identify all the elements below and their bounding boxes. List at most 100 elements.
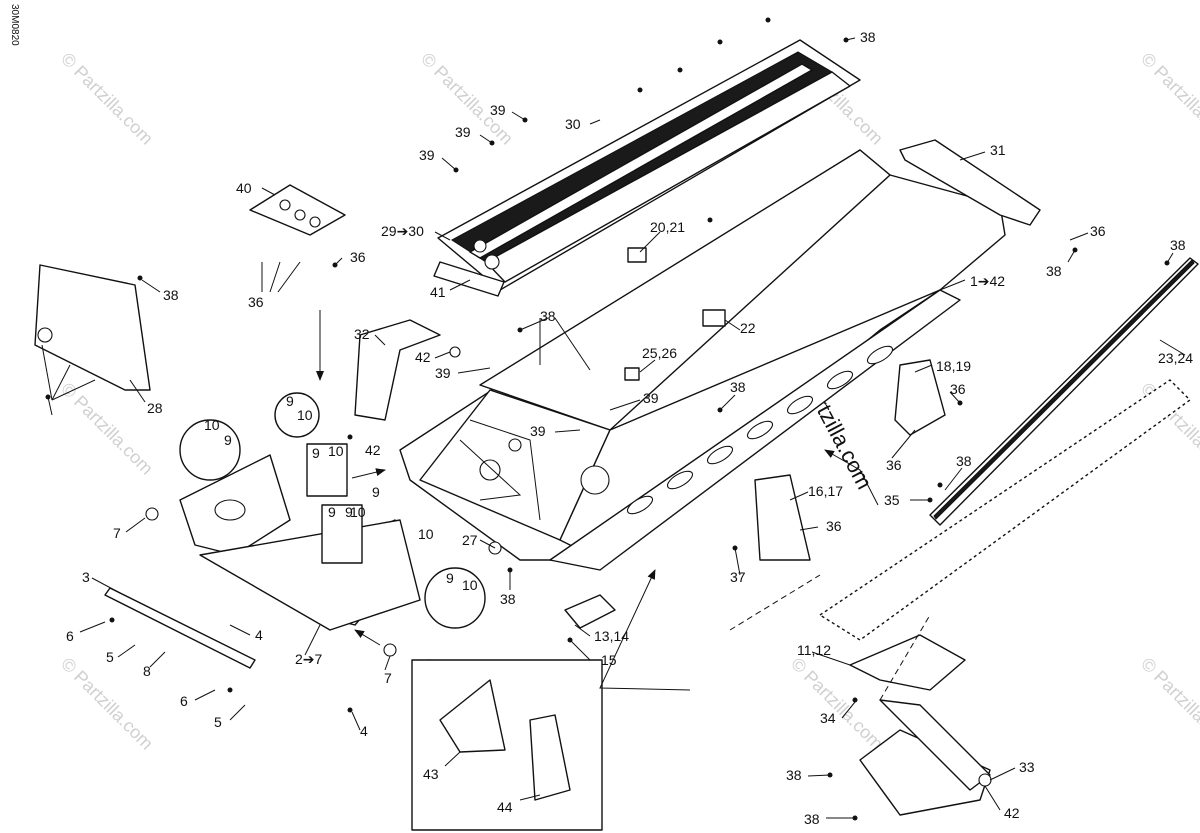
callout: 9 bbox=[372, 484, 380, 500]
callout: 6 bbox=[180, 693, 188, 709]
callout: 38 bbox=[500, 591, 516, 607]
part-32-bracket bbox=[354, 319, 441, 421]
callout: 40 bbox=[236, 180, 252, 196]
callout: 34 bbox=[820, 710, 836, 726]
arrow bbox=[599, 569, 691, 691]
callout: 38 bbox=[1170, 237, 1186, 253]
callout: 39 bbox=[435, 365, 451, 381]
callout: 41 bbox=[430, 284, 446, 300]
running-board-ghost bbox=[819, 379, 1191, 641]
watermark: © Partzilla.com bbox=[57, 379, 157, 479]
callout: 9 bbox=[446, 570, 454, 586]
callout: 18,19 bbox=[936, 358, 971, 374]
callout: 25,26 bbox=[642, 345, 677, 361]
dashed-line bbox=[879, 614, 931, 701]
callout: 9 bbox=[345, 504, 353, 520]
dashed-line bbox=[729, 574, 821, 631]
callout: 23,24 bbox=[1158, 350, 1193, 366]
callout: 28 bbox=[147, 400, 163, 416]
part-41-strip bbox=[433, 261, 505, 297]
callout: 37 bbox=[730, 569, 746, 585]
callout: 38 bbox=[540, 308, 556, 324]
detail-circle bbox=[179, 419, 241, 481]
callout: 1➔42 bbox=[970, 273, 1005, 289]
part-44 bbox=[529, 714, 571, 801]
callout: 4 bbox=[255, 627, 263, 643]
callout: 10 bbox=[328, 443, 344, 459]
callout: 38 bbox=[804, 811, 820, 827]
document-code: 30M0820 bbox=[9, 4, 20, 46]
watermark: © Partzilla.com bbox=[1137, 654, 1200, 754]
callout: 38 bbox=[163, 287, 179, 303]
callout: 2➔7 bbox=[295, 651, 323, 667]
arrow bbox=[824, 449, 879, 506]
part-13-14-footrest bbox=[564, 594, 616, 629]
detail-circle bbox=[424, 567, 486, 629]
part-2-front-frame bbox=[179, 454, 421, 631]
callout: 30 bbox=[565, 116, 581, 132]
callout: 39 bbox=[530, 423, 546, 439]
part-22-clip bbox=[702, 309, 726, 327]
part-3-bar bbox=[104, 587, 256, 669]
main-tunnel bbox=[399, 149, 1006, 571]
callout: 29➔30 bbox=[381, 223, 424, 239]
detail-circle bbox=[274, 392, 320, 438]
watermark: © Partzilla.com bbox=[1137, 49, 1200, 149]
callout: 36 bbox=[350, 249, 366, 265]
callout: 33 bbox=[1019, 759, 1035, 775]
callout: 6 bbox=[66, 628, 74, 644]
callout: 9 bbox=[328, 504, 336, 520]
part-31-rear-bracket bbox=[899, 139, 1041, 226]
callout: 36 bbox=[886, 457, 902, 473]
callout: 10 bbox=[297, 407, 313, 423]
part-40-bracket bbox=[249, 184, 346, 236]
callout: 42 bbox=[1004, 805, 1020, 821]
callout: 36 bbox=[248, 294, 264, 310]
tunnel-cover-strip bbox=[437, 39, 861, 291]
callout: 10 bbox=[462, 577, 478, 593]
part-16-17-bracket bbox=[754, 474, 811, 561]
part-23-24-rail bbox=[929, 257, 1199, 526]
callout: 13,14 bbox=[594, 628, 629, 644]
part-11-12-bracket bbox=[849, 634, 966, 691]
callout: 27 bbox=[462, 532, 478, 548]
callout: 35 bbox=[884, 492, 900, 508]
part-28-panel bbox=[34, 264, 151, 391]
part-42-plug bbox=[978, 773, 992, 787]
callout: 38 bbox=[1046, 263, 1062, 279]
arrow bbox=[351, 468, 386, 479]
inset-box bbox=[411, 659, 603, 831]
callout: 31 bbox=[990, 142, 1006, 158]
tunnel-cutouts bbox=[626, 345, 894, 515]
callout: 36 bbox=[826, 518, 842, 534]
callout: 44 bbox=[497, 799, 513, 815]
callout: 9 bbox=[312, 445, 320, 461]
part-43 bbox=[439, 679, 506, 753]
callout: 11,12 bbox=[797, 642, 831, 658]
part-7-grommet bbox=[383, 643, 397, 657]
callout: 38 bbox=[786, 767, 802, 783]
part-18-19-bracket bbox=[894, 359, 946, 436]
callout: 22 bbox=[740, 320, 756, 336]
callout: 8 bbox=[143, 663, 151, 679]
callout: 39 bbox=[643, 390, 659, 406]
callout: 5 bbox=[214, 714, 222, 730]
callout: 10 bbox=[350, 504, 366, 520]
callout: 42 bbox=[365, 442, 381, 458]
leader-lines bbox=[41, 37, 1186, 819]
callout: 7 bbox=[113, 525, 121, 541]
callout: 43 bbox=[423, 766, 439, 782]
callout: 38 bbox=[730, 379, 746, 395]
callout: 38 bbox=[956, 453, 972, 469]
callout: 20,21 bbox=[650, 219, 685, 235]
part-25-26-clip bbox=[624, 367, 640, 381]
callout: 39 bbox=[490, 102, 506, 118]
callout: 15 bbox=[601, 652, 617, 668]
callout: 39 bbox=[419, 147, 435, 163]
callout: 42 bbox=[415, 349, 431, 365]
part-33-frame bbox=[859, 699, 991, 816]
callout: 4 bbox=[360, 723, 368, 739]
callout: 9 bbox=[286, 393, 294, 409]
callout: 5 bbox=[106, 649, 114, 665]
